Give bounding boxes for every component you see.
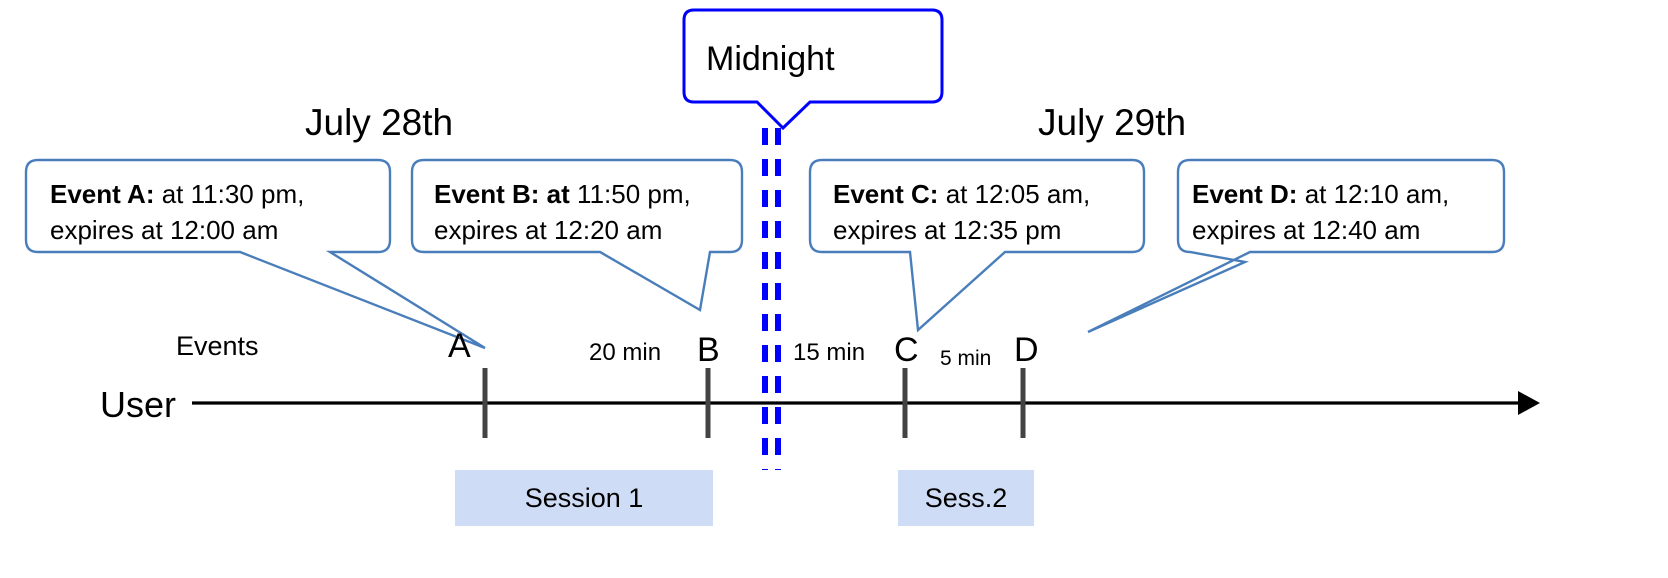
callout-b-line2: expires at 12:20 am	[434, 215, 663, 245]
marker-label-a: A	[448, 327, 471, 365]
callout-b-line1-bold: Event B: at	[434, 179, 570, 209]
session-1-label: Session 1	[524, 482, 644, 513]
callout-a-line1-rest: at 11:30 pm,	[154, 179, 305, 209]
lane-label-user: User	[100, 384, 177, 425]
callout-b-text: Event B: at 11:50 pm, expires at 12:20 a…	[434, 176, 691, 248]
gap-label-a-b: 20 min	[589, 339, 662, 366]
timeline-arrowhead	[1518, 391, 1540, 415]
session-2-box: Sess.2	[898, 470, 1034, 526]
gap-label-b-c: 15 min	[793, 339, 866, 366]
callout-c-text: Event C: at 12:05 am, expires at 12:35 p…	[833, 176, 1090, 248]
date-header-left: July 28th	[305, 102, 454, 143]
marker-label-d: D	[1014, 331, 1039, 369]
callout-d-line1-rest: at 12:10 am,	[1297, 179, 1450, 209]
marker-label-c: C	[894, 331, 919, 369]
session-1-box: Session 1	[455, 470, 713, 526]
date-header-right: July 29th	[1038, 102, 1187, 143]
callout-d-line1-bold: Event D:	[1192, 179, 1298, 209]
callout-c-line1-rest: at 12:05 am,	[938, 179, 1091, 209]
callout-d-line2: expires at 12:40 am	[1192, 215, 1421, 245]
midnight-label: Midnight	[706, 40, 835, 78]
session-2-label: Sess.2	[924, 482, 1008, 513]
marker-label-b: B	[697, 331, 720, 369]
gap-label-c-d: 5 min	[940, 347, 992, 370]
callout-a-line1-bold: Event A:	[50, 179, 155, 209]
callout-a-line2: expires at 12:00 am	[50, 215, 279, 245]
callout-c-line1-bold: Event C:	[833, 179, 939, 209]
callout-c-line2: expires at 12:35 pm	[833, 215, 1062, 245]
callout-a-text: Event A: at 11:30 pm, expires at 12:00 a…	[50, 176, 304, 248]
lane-label-events: Events	[176, 331, 259, 361]
callout-d-text: Event D: at 12:10 am, expires at 12:40 a…	[1192, 176, 1449, 248]
callout-b-line1-rest: 11:50 pm,	[569, 179, 691, 209]
